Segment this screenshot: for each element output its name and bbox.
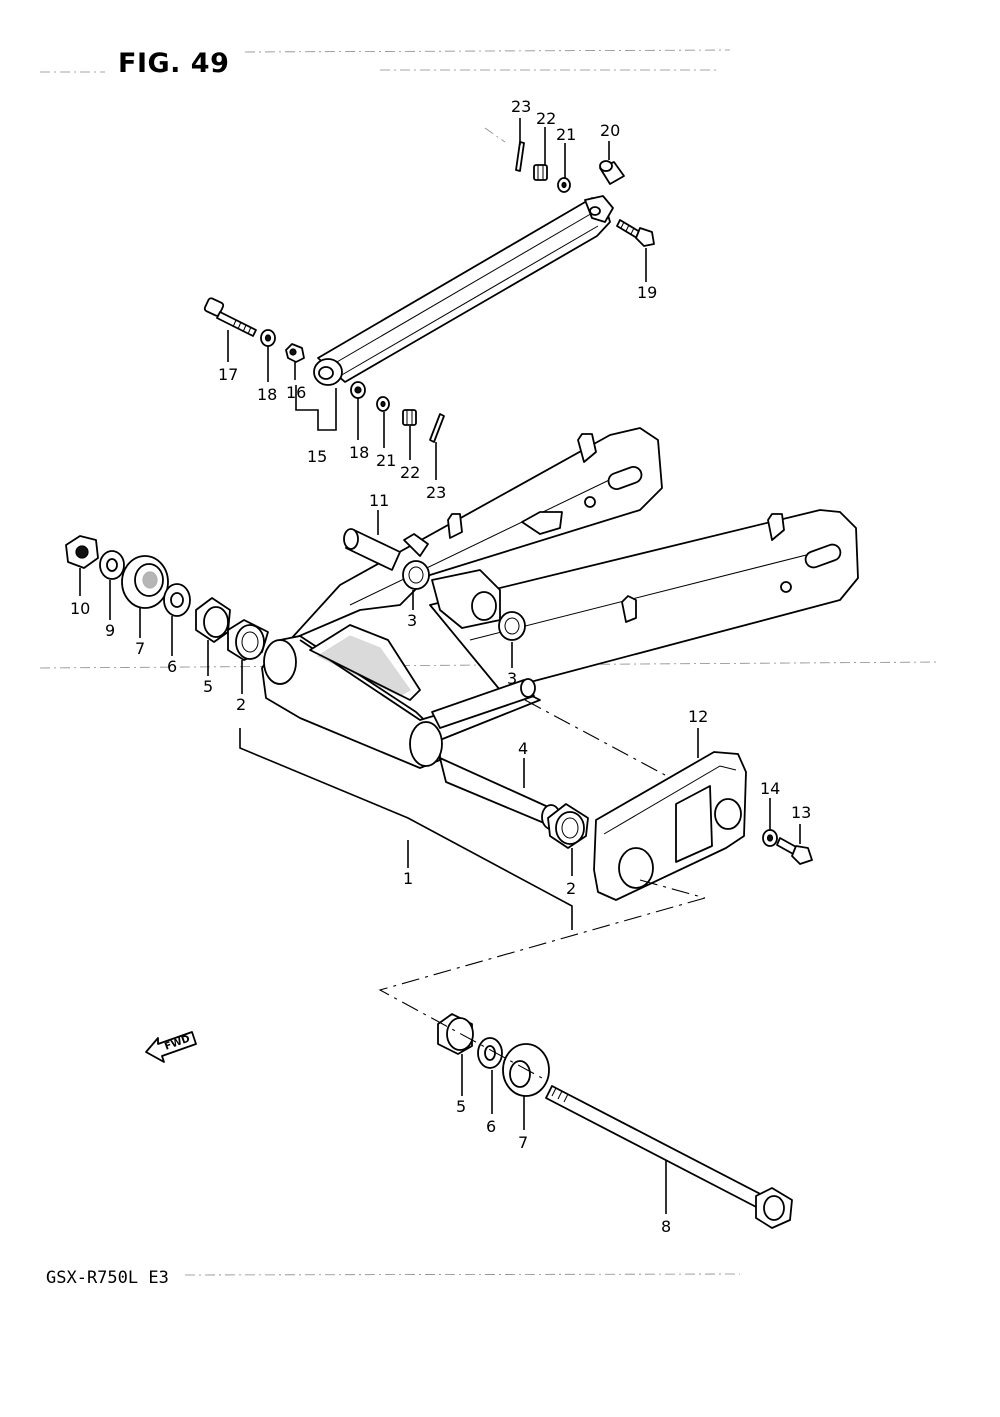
washer-21-lower-hole <box>380 400 386 408</box>
label-7-right: 7 <box>518 1133 528 1152</box>
spacer-5-right <box>437 1013 474 1055</box>
bearing-3-right <box>498 611 526 641</box>
tension-rod <box>313 195 614 386</box>
washer-21-upper-hole <box>561 181 567 189</box>
bearing-3-left <box>402 560 430 590</box>
label-14: 14 <box>760 779 780 798</box>
label-5-left: 5 <box>203 677 213 696</box>
label-3-left: 3 <box>407 611 417 630</box>
plate-12 <box>593 751 747 901</box>
leader-lines <box>79 118 801 1214</box>
label-23-lower: 23 <box>426 483 446 502</box>
cap-7-right <box>502 1043 550 1097</box>
cap-7-left <box>121 555 169 609</box>
label-12: 12 <box>688 707 708 726</box>
label-8: 8 <box>661 1217 671 1236</box>
label-10: 10 <box>70 599 90 618</box>
part-labels: 23 22 21 20 19 17 18 16 15 18 21 22 23 1… <box>70 97 811 1236</box>
washer-6-left <box>163 583 191 617</box>
spacer-20 <box>599 160 625 185</box>
label-2-right: 2 <box>566 879 576 898</box>
label-17: 17 <box>218 365 238 384</box>
label-18-upper: 18 <box>257 385 277 404</box>
label-23-upper: 23 <box>511 97 531 116</box>
figure-title: FIG. 49 <box>118 48 230 79</box>
label-3-right: 3 <box>507 669 517 688</box>
label-7-left: 7 <box>135 639 145 658</box>
bushing-11 <box>343 528 429 571</box>
bearing-2-right <box>547 803 589 849</box>
label-16: 16 <box>286 383 306 402</box>
label-1: 1 <box>403 869 413 888</box>
pivot-bolt-8 <box>545 1085 793 1229</box>
washer-18-lower-hole <box>354 386 362 394</box>
washer-14 <box>762 829 778 847</box>
label-13: 13 <box>791 803 811 822</box>
pivot-shaft-4 <box>439 757 561 830</box>
label-21-upper: 21 <box>556 125 576 144</box>
label-19: 19 <box>637 283 657 302</box>
label-2-left: 2 <box>236 695 246 714</box>
label-18-lower: 18 <box>349 443 369 462</box>
fwd-arrow-icon: FWD <box>145 1031 197 1063</box>
bolt-19 <box>616 219 655 247</box>
castle-nut-22-lower <box>402 409 417 426</box>
label-11: 11 <box>369 491 389 510</box>
castle-nut-22-upper <box>533 164 548 181</box>
cotter-pin-23-lower <box>429 413 445 443</box>
label-5-right: 5 <box>456 1097 466 1116</box>
spacer-5-left <box>195 597 231 643</box>
label-22-upper: 22 <box>536 109 556 128</box>
label-15: 15 <box>307 447 327 466</box>
model-code: GSX-R750L E3 <box>46 1268 169 1288</box>
nut-10 <box>65 535 99 569</box>
scan-dash-lines <box>39 49 941 1276</box>
label-9: 9 <box>105 621 115 640</box>
bolt-13 <box>776 837 813 865</box>
washer-6-right <box>477 1037 503 1069</box>
swingarm <box>261 427 859 769</box>
label-6-right: 6 <box>486 1117 496 1136</box>
bolt-17 <box>203 297 257 337</box>
label-20: 20 <box>600 121 620 140</box>
washer-9 <box>99 550 125 580</box>
bearing-2-left <box>227 619 269 661</box>
bushing-16 <box>285 343 305 363</box>
cotter-pin-23-upper <box>515 141 525 172</box>
washer-18-hole <box>264 334 272 342</box>
label-4: 4 <box>518 739 528 758</box>
label-21-lower: 21 <box>376 451 396 470</box>
label-6-left: 6 <box>167 657 177 676</box>
label-22-lower: 22 <box>400 463 420 482</box>
